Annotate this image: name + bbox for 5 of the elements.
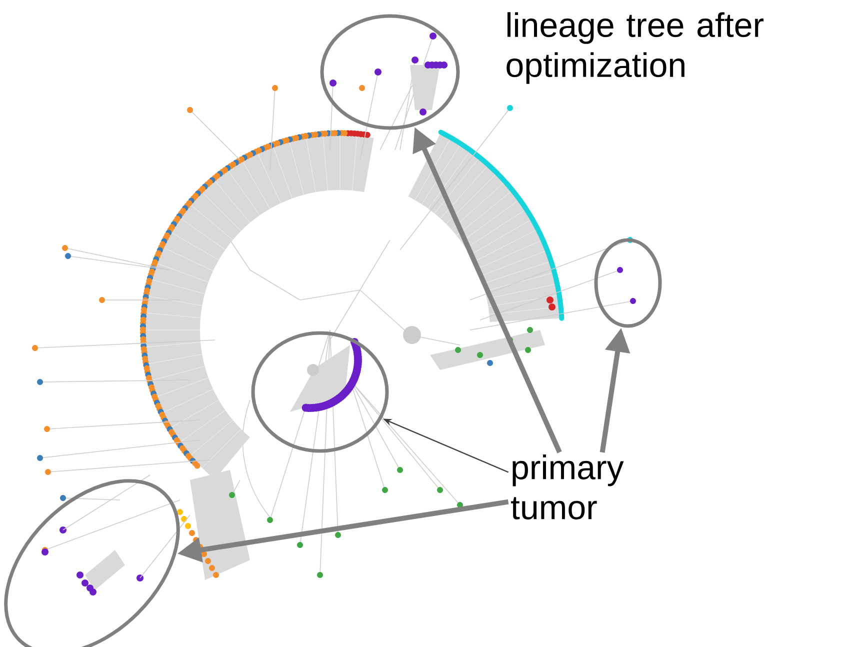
heading-text: lineage tree after optimization: [506, 12, 764, 84]
outline-ellipse: [594, 238, 662, 328]
label-text: primary tumor: [511, 454, 624, 520]
outline-ellipse: [251, 331, 389, 453]
outline-ellipse: [320, 14, 460, 130]
